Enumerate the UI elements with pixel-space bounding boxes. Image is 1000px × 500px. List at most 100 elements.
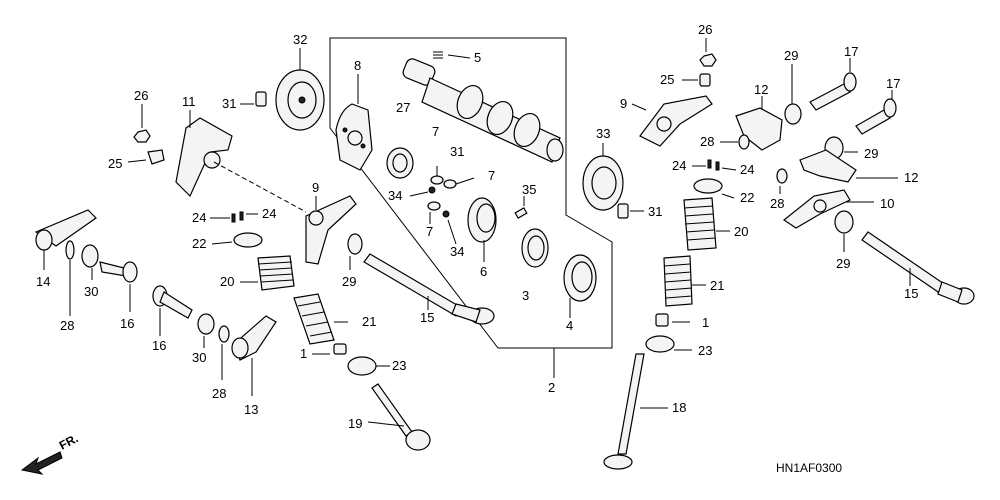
callout-26-right: 26	[698, 22, 712, 37]
callout-16-b: 16	[152, 338, 166, 353]
alignment-line-left	[213, 161, 307, 213]
callout-2: 2	[548, 380, 555, 395]
washer-28-left-b	[218, 325, 230, 380]
callout-18: 18	[672, 400, 686, 415]
valve-stem-seal-1-left	[312, 343, 347, 355]
retainer-leader-22-left	[211, 241, 233, 245]
washer-30-left-b	[197, 313, 215, 348]
callout-10: 10	[880, 196, 894, 211]
callout-25-right: 25	[660, 72, 674, 87]
valve-19	[367, 383, 431, 451]
rocker-arm-9-left	[305, 195, 357, 265]
rocker-arm-14	[34, 209, 97, 270]
callout-25-left: 25	[108, 156, 122, 171]
cam-spring-5	[433, 51, 471, 59]
front-direction-arrow-icon	[20, 451, 63, 475]
decompressor-springs-7	[427, 166, 475, 224]
rocker-shaft-bolt-16-b	[152, 285, 193, 336]
rocker-shaft-17-b	[855, 90, 897, 135]
callout-1-right: 1	[702, 315, 709, 330]
callout-11: 11	[182, 94, 196, 109]
pins-34	[409, 186, 457, 245]
cotters-24-right	[692, 159, 737, 171]
callout-34-b: 34	[450, 244, 464, 259]
callout-5: 5	[474, 50, 481, 65]
callout-24-right-b: 24	[740, 162, 754, 177]
bearing-3	[521, 228, 549, 268]
callout-9-left: 9	[312, 180, 319, 195]
spring-seat-23-left	[347, 356, 377, 376]
bearing-4	[563, 254, 597, 318]
pushrod-15-right	[861, 231, 975, 305]
callout-12-right: 12	[904, 170, 918, 185]
callout-33: 33	[596, 126, 610, 141]
callout-7-b: 7	[488, 168, 495, 183]
camshaft	[402, 58, 564, 163]
callout-14: 14	[36, 274, 50, 289]
callout-29-right-b: 29	[864, 146, 878, 161]
callout-7-a: 7	[432, 124, 439, 139]
pushrod-15-left	[363, 253, 495, 325]
lock-nut-26-right	[699, 38, 717, 67]
valve-stem-seal-1-right	[655, 313, 690, 327]
callout-13: 13	[244, 402, 258, 417]
callout-35: 35	[522, 182, 536, 197]
washer-29-right-a	[784, 64, 802, 125]
callout-15-left: 15	[420, 310, 434, 325]
washer-28-right-a	[720, 134, 750, 150]
callout-4: 4	[566, 318, 573, 333]
callout-28-left-a: 28	[60, 318, 74, 333]
callout-15-right: 15	[904, 286, 918, 301]
washer-29-left	[347, 233, 363, 270]
washer-30-left-a	[81, 244, 99, 280]
callout-28-left-b: 28	[212, 386, 226, 401]
cam-plate-8	[335, 74, 373, 171]
callout-20-right: 20	[734, 224, 748, 239]
callout-30-left-b: 30	[192, 350, 206, 365]
callout-17-a: 17	[844, 44, 858, 59]
oil-seal-27-inner	[392, 153, 408, 173]
callout-31-left: 31	[222, 96, 236, 111]
diagram-code: HN1AF0300	[776, 461, 842, 475]
spring-retainer-22-right	[693, 178, 723, 194]
front-direction-label: FR.	[57, 431, 81, 452]
callout-19: 19	[348, 416, 362, 431]
rocker-arm-12-right	[799, 149, 898, 183]
callout-12-top: 12	[754, 82, 768, 97]
callout-22-right: 22	[740, 190, 754, 205]
callout-32: 32	[293, 32, 307, 47]
rocker-arm-9-right	[631, 95, 713, 147]
camshaft-group-outline	[329, 37, 613, 349]
callout-3: 3	[522, 288, 529, 303]
callout-17-b: 17	[886, 76, 900, 91]
dowel-pin-31-right	[617, 203, 644, 219]
callout-7-c: 7	[426, 224, 433, 239]
callout-26-left: 26	[134, 88, 148, 103]
callout-24-left-b: 24	[262, 206, 276, 221]
dowel-pin-31-left	[240, 91, 267, 107]
callout-34-a: 34	[388, 188, 402, 203]
adjusting-screw-25-left	[127, 149, 165, 165]
inner-spring-21-right	[663, 255, 706, 307]
inner-spring-21-left	[293, 293, 348, 345]
callout-24-right-a: 24	[672, 158, 686, 173]
callout-27: 27	[396, 100, 410, 115]
callout-23-left: 23	[392, 358, 406, 373]
rocker-shaft-bolt-16-a	[99, 261, 138, 312]
callout-28-right-a: 28	[700, 134, 714, 149]
washer-29-right-c	[834, 210, 854, 252]
callout-30-left-a: 30	[84, 284, 98, 299]
spring-retainer-22-left	[233, 232, 263, 248]
valve-18	[603, 353, 668, 470]
callout-16-a: 16	[120, 316, 134, 331]
callout-9-right: 9	[620, 96, 627, 111]
callout-29-right-c: 29	[836, 256, 850, 271]
outer-spring-20-left	[240, 255, 295, 291]
outer-spring-20-right	[683, 197, 730, 251]
callout-24-left-a: 24	[192, 210, 206, 225]
bearing-32	[275, 48, 325, 131]
callout-8: 8	[354, 58, 361, 73]
lock-nut-26-left	[133, 104, 151, 143]
callout-23-right: 23	[698, 343, 712, 358]
